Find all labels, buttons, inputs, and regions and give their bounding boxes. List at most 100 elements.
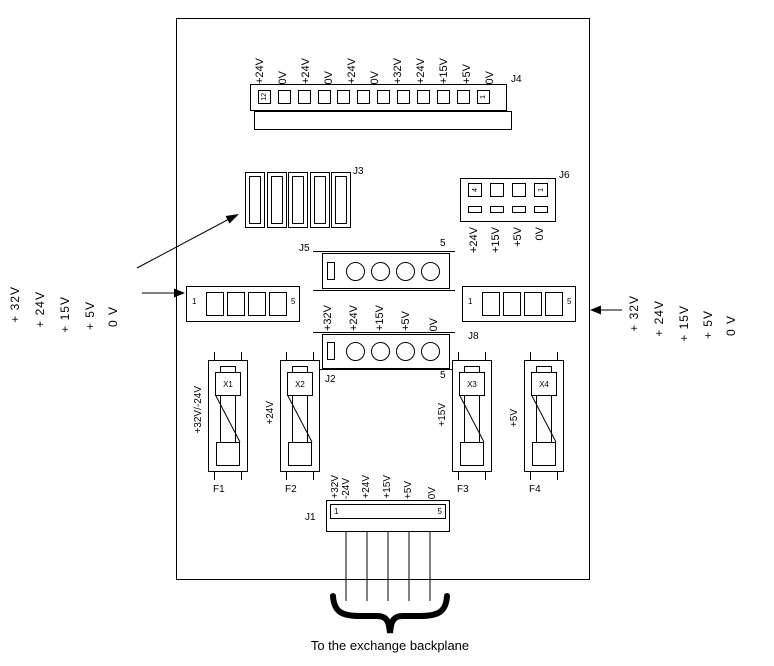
j5-label: J5 (299, 243, 310, 254)
j6-pad (534, 206, 548, 213)
j3-pin (245, 172, 265, 228)
fuse-f2-voltage: +24V (265, 401, 276, 425)
j4-pin-cell (457, 90, 470, 104)
j4-pin-cell (278, 90, 291, 104)
fuse-f1-voltage: +32V/-24V (193, 386, 204, 434)
right-voltage-label: 0 V (724, 315, 738, 337)
fuse-f3-voltage: +15V (437, 403, 448, 427)
j6-pin-cell (512, 183, 526, 197)
left-voltage-label: + 5V (83, 301, 97, 331)
fuse-f3-label: F3 (457, 484, 469, 495)
j4-connector-lower (254, 111, 512, 130)
j2-label: J2 (325, 374, 336, 385)
j6-pad (490, 206, 504, 213)
left-connector-cell (269, 292, 287, 316)
fuse-f2-top-contact: X2 (287, 372, 313, 396)
j2-pin-socket (346, 342, 365, 361)
j6-label: J6 (559, 170, 570, 181)
j4-pin-cell (298, 90, 311, 104)
j4-pin-label: 0V (369, 70, 381, 84)
j1-pin-label: +32V (330, 475, 341, 499)
j6-pad (468, 206, 482, 213)
fuse-f3-bottom-contact (460, 442, 484, 466)
j3-pin (310, 172, 330, 228)
j1-pin-first: 1 (334, 507, 339, 516)
j6-pin-label: +24V (468, 227, 480, 253)
j6-pin-label: +15V (490, 227, 502, 253)
j4-pin-label: 0V (277, 70, 289, 84)
left-connector-pin-first: 1 (192, 297, 197, 306)
fuse-clip (530, 352, 558, 361)
j1-inner-strip: 1 5 (330, 504, 446, 519)
j2-pin-label: +24V (348, 305, 360, 331)
fuse-clip (286, 352, 314, 361)
fuse-clip (214, 352, 242, 361)
j4-pin-cell (337, 90, 350, 104)
left-voltage-label: + 15V (58, 296, 72, 333)
left-connector-cell (227, 292, 245, 316)
fuse-f4-top-contact: X4 (531, 372, 557, 396)
j4-pin-cell (397, 90, 410, 104)
j4-pin-label: +24V (346, 58, 358, 84)
j5-pin-socket (346, 262, 365, 281)
j5-key (327, 262, 335, 280)
j4-pin-cell (437, 90, 450, 104)
fuse-clip (458, 471, 486, 480)
j4-pin-cell (377, 90, 390, 104)
j5-pin-socket (371, 262, 390, 281)
j8-cell (503, 292, 521, 316)
j6-pin-cell (490, 183, 504, 197)
j3-pin (267, 172, 287, 228)
j2-pin-number-last: 5 (440, 370, 446, 381)
fuse-f4-voltage: +5V (509, 409, 520, 428)
fuse-clip (458, 352, 486, 361)
fuse-f2-bottom-contact (288, 442, 312, 466)
fuse-clip (286, 471, 314, 480)
left-connector-pin-last: 5 (291, 297, 296, 306)
j4-pin-label: +32V (392, 58, 404, 84)
j4-pin-number-last: 1 (480, 95, 487, 99)
j6-pin-number-first: 4 (471, 188, 479, 192)
j4-pin-label: +24V (415, 58, 427, 84)
j2-key (327, 342, 335, 360)
left-voltage-label: + 32V (8, 286, 22, 323)
j5-top-line (313, 251, 455, 252)
fuse-f1-bottom-contact (216, 442, 240, 466)
fuse-f3-id: X3 (467, 379, 477, 389)
j1-pin-last: 5 (437, 507, 442, 516)
j8-cell (524, 292, 542, 316)
left-connector-cell (206, 292, 224, 316)
j1-pin-label: 0V (427, 486, 438, 499)
right-voltage-label: + 15V (677, 305, 691, 342)
fuse-f2-id: X2 (295, 379, 305, 389)
left-voltage-label: + 24V (33, 291, 47, 328)
j8-label: J8 (468, 331, 479, 342)
j3-pin (288, 172, 308, 228)
j2-bottom-line (313, 369, 455, 370)
j1-label: J1 (305, 512, 316, 523)
j4-pin-cell: 12 (258, 90, 271, 104)
j3-pin-inner (292, 176, 304, 224)
j2-pin-socket (371, 342, 390, 361)
fuse-clip (214, 471, 242, 480)
j1-pin-label: -24V (341, 477, 352, 499)
fuse-clip (530, 471, 558, 480)
j4-pin-label: +5V (461, 64, 473, 84)
fuse-f1-top-contact: X1 (215, 372, 241, 396)
j4-pin-cell (318, 90, 331, 104)
j2-pin-socket (421, 342, 440, 361)
j6-pin-cell: 1 (534, 183, 548, 197)
right-arrow-head (590, 305, 601, 315)
j1-pin-label: +15V (382, 475, 393, 499)
j3-pin-inner (249, 176, 261, 224)
j4-pin-label: +15V (438, 58, 450, 84)
j1-pin-label: +5V (403, 480, 414, 499)
j6-pin-cell: 4 (468, 183, 482, 197)
fuse-f4-id: X4 (539, 379, 549, 389)
left-connector-cell (248, 292, 266, 316)
j3-pin (331, 172, 351, 228)
j4-pin-label: 0V (484, 70, 496, 84)
j4-pin-label: +24V (300, 58, 312, 84)
j2-pin-label: +15V (374, 305, 386, 331)
